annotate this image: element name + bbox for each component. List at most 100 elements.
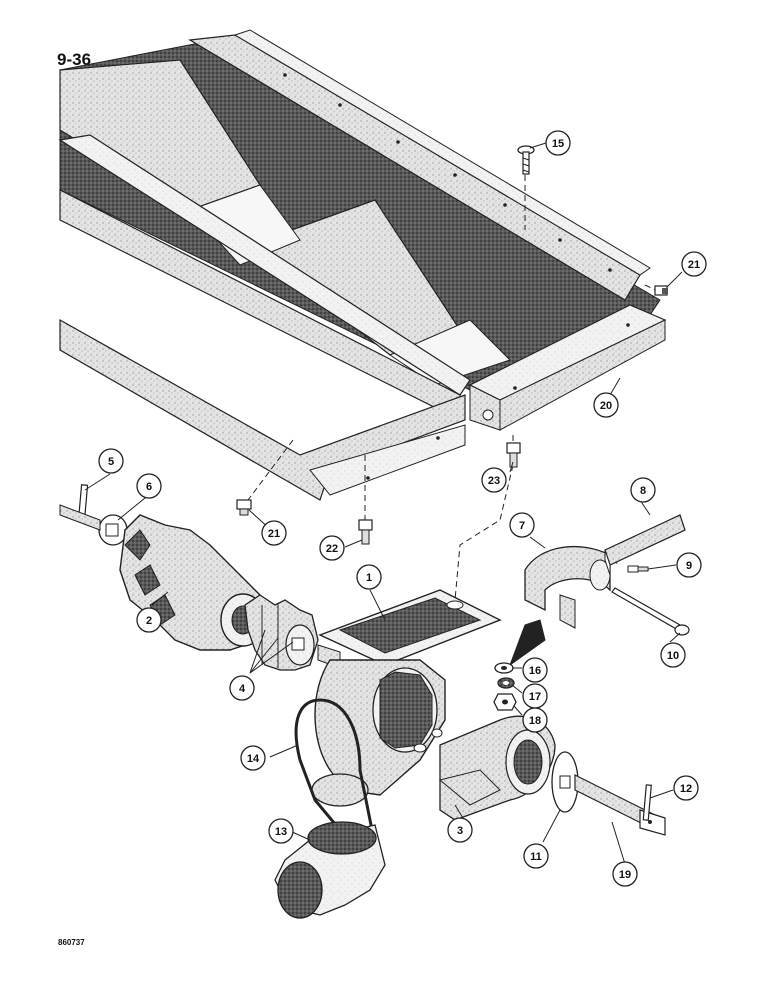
washer-16 <box>494 662 514 674</box>
leader-line <box>542 809 561 843</box>
bolt-hole <box>338 103 342 107</box>
callout-10: 10 <box>660 642 686 668</box>
callout-16: 16 <box>522 657 548 683</box>
svg-text:8: 8 <box>640 485 646 497</box>
trough-assembly <box>58 29 667 501</box>
leader-line <box>647 564 677 570</box>
guide-line <box>454 435 514 601</box>
svg-text:5: 5 <box>108 456 114 468</box>
pin-10 <box>611 587 690 636</box>
bolt-hole <box>608 268 612 272</box>
leader-line <box>509 461 514 473</box>
svg-text:21: 21 <box>268 528 280 540</box>
leader-line <box>529 536 546 549</box>
bolt-hole <box>513 386 517 390</box>
bolt-15 <box>517 145 535 175</box>
callout-22: 22 <box>319 535 345 561</box>
svg-text:15: 15 <box>552 138 564 150</box>
bolt-hole <box>453 173 457 177</box>
svg-text:19: 19 <box>619 869 631 881</box>
opening-1 <box>189 184 301 266</box>
callout-6: 6 <box>136 473 162 499</box>
bolt-21-lower <box>236 499 252 516</box>
leader-line <box>249 641 294 674</box>
callout-18: 18 <box>522 707 548 733</box>
callout-17: 17 <box>522 683 548 709</box>
drive-shaft-end <box>508 619 546 667</box>
leader-line <box>84 473 111 491</box>
drawing-number: 860737 <box>58 938 85 947</box>
callout-23: 23 <box>481 467 507 493</box>
bolt-23 <box>506 442 521 468</box>
leader-line <box>344 539 363 548</box>
leader-line <box>249 629 266 674</box>
washer-6 <box>98 514 128 546</box>
svg-text:9: 9 <box>686 560 692 572</box>
svg-text:11: 11 <box>530 851 542 863</box>
bearing-3 <box>438 715 556 821</box>
nut-18 <box>493 693 517 711</box>
callout-8: 8 <box>630 477 656 503</box>
callout-21-upper: 21 <box>681 251 707 277</box>
callout-21-lower: 21 <box>261 520 287 546</box>
cross-member-hole <box>482 409 494 421</box>
svg-text:13: 13 <box>275 826 287 838</box>
callout-3: 3 <box>447 817 473 843</box>
callout-1: 1 <box>356 564 382 590</box>
leader-line <box>669 632 681 643</box>
leader-line <box>269 744 299 758</box>
leader-line <box>529 142 547 149</box>
svg-text:18: 18 <box>529 715 541 727</box>
cotter-pin-12 <box>642 784 652 821</box>
leader-line <box>609 377 621 396</box>
svg-text:2: 2 <box>146 615 152 627</box>
bolt-21-upper <box>654 285 668 296</box>
callouts: 15 21 20 23 21 22 5 6 2 1 4 7 8 9 10 16 … <box>98 130 707 887</box>
bolt-hole <box>436 436 440 440</box>
end-cross-member-channel <box>499 319 666 431</box>
leader-line <box>117 497 146 521</box>
callout-11: 11 <box>523 843 549 869</box>
shaft-left <box>59 504 101 531</box>
callout-13: 13 <box>268 818 294 844</box>
leader-line <box>249 637 279 674</box>
bolt-hole <box>366 476 370 480</box>
svg-text:1: 1 <box>366 572 372 584</box>
shaft-19-hole <box>648 820 652 824</box>
lower-pan-lip <box>309 424 466 496</box>
leader-line <box>666 271 683 288</box>
callout-20: 20 <box>593 392 619 418</box>
leader-line <box>513 705 523 716</box>
leader-lines <box>84 142 683 865</box>
leader-line <box>151 591 169 606</box>
lock-washer-17 <box>497 677 515 689</box>
spout-elbow-13 <box>274 821 386 919</box>
front-long-rail <box>58 134 471 396</box>
svg-text:6: 6 <box>146 481 152 493</box>
svg-text:20: 20 <box>600 400 612 412</box>
callout-2: 2 <box>136 607 162 633</box>
callout-4: 4 <box>229 675 255 701</box>
callout-5: 5 <box>98 448 124 474</box>
bearing-half-7 <box>524 545 611 629</box>
svg-text:4: 4 <box>239 683 246 695</box>
leader-line <box>611 821 626 865</box>
svg-text:23: 23 <box>488 475 500 487</box>
svg-text:21: 21 <box>688 259 700 271</box>
leader-line <box>511 684 523 694</box>
svg-text:12: 12 <box>680 783 692 795</box>
bracket-8 <box>604 514 686 576</box>
callout-12: 12 <box>673 775 699 801</box>
svg-text:3: 3 <box>457 825 463 837</box>
callout-15: 15 <box>545 130 571 156</box>
guide-line <box>247 439 294 501</box>
rubber-spools-4 <box>244 594 319 671</box>
spring-clip-14 <box>294 698 374 831</box>
bolt-hole <box>503 203 507 207</box>
leader-line <box>369 589 386 621</box>
leader-line <box>649 789 674 799</box>
callout-19: 19 <box>612 861 638 887</box>
svg-text:17: 17 <box>529 691 541 703</box>
auger-housing-1 <box>311 589 502 807</box>
